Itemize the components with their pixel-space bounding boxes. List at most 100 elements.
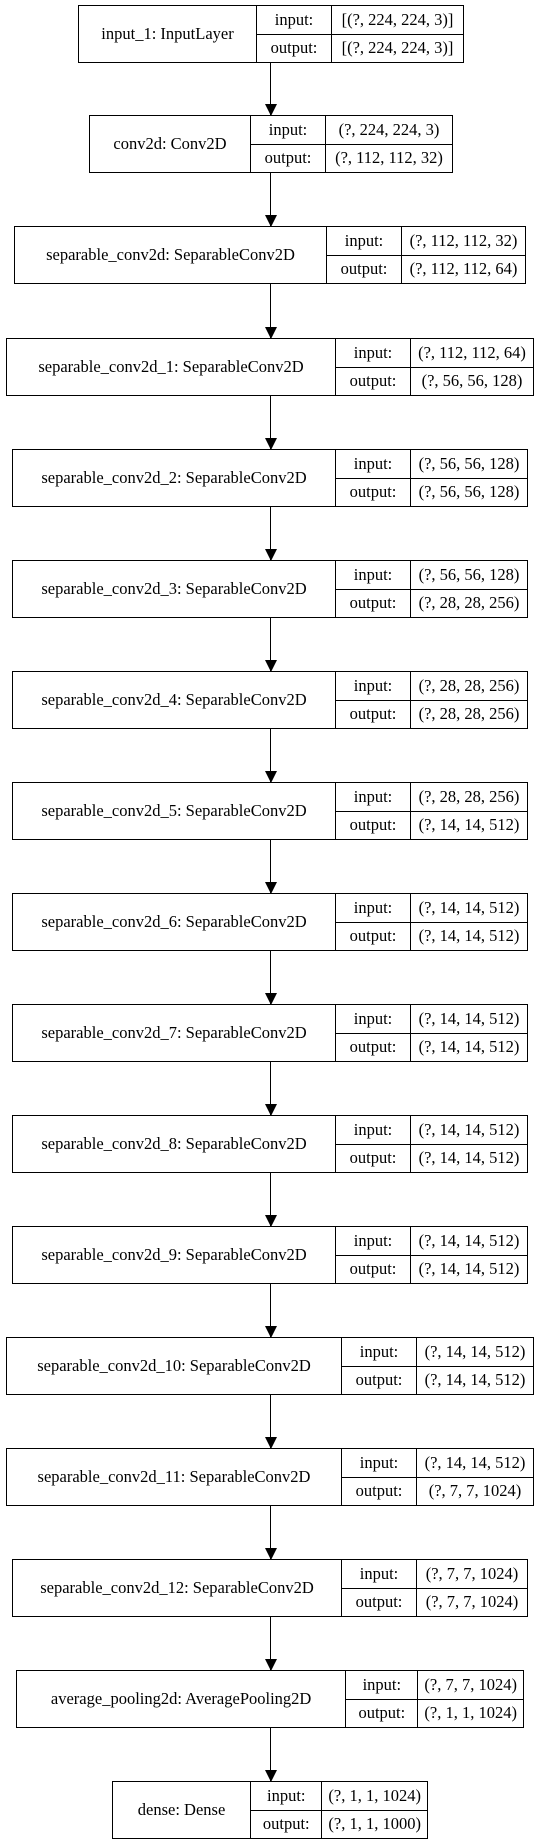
input-shape: (?, 112, 112, 32) <box>402 227 525 256</box>
port-labels: input:output: <box>336 1116 411 1172</box>
input-label: input: <box>251 1782 322 1811</box>
shape-values: (?, 14, 14, 512)(?, 14, 14, 512) <box>411 1227 527 1283</box>
layer-name: separable_conv2d_10: SeparableConv2D <box>7 1338 342 1394</box>
edge-arrow <box>265 729 277 783</box>
input-shape: (?, 14, 14, 512) <box>411 1116 527 1145</box>
edge-arrow <box>265 1173 277 1227</box>
output-shape: (?, 14, 14, 512) <box>418 926 520 946</box>
shape-values: (?, 1, 1, 1024)(?, 1, 1, 1000) <box>322 1782 427 1838</box>
edge-arrow <box>265 951 277 1005</box>
layer-name: average_pooling2d: AveragePooling2D <box>17 1671 347 1727</box>
port-labels: input:output: <box>336 672 411 728</box>
arrowhead-icon <box>265 1104 277 1116</box>
arrowhead-icon <box>265 1437 277 1449</box>
output-label: output: <box>349 815 397 835</box>
arrowhead-icon <box>265 327 277 339</box>
shape-values: (?, 112, 112, 32) (?, 112, 112, 64) <box>402 227 525 283</box>
edge-arrow <box>265 1506 277 1560</box>
shape-values: (?, 56, 56, 128)(?, 28, 28, 256) <box>411 561 527 617</box>
edge-arrow <box>265 1617 277 1671</box>
port-labels: input:output: <box>346 1671 419 1727</box>
input-shape: (?, 14, 14, 512) <box>411 1227 527 1256</box>
edge-arrow <box>265 173 277 227</box>
input-label: input: <box>346 1671 418 1700</box>
output-shape: (?, 112, 112, 64) <box>409 259 518 279</box>
input-label: input: <box>336 672 410 701</box>
output-shape: (?, 112, 112, 32) <box>335 148 443 168</box>
input-shape: (?, 7, 7, 1024) <box>417 1560 527 1589</box>
output-shape: [(?, 224, 224, 3)] <box>341 38 454 58</box>
output-shape: (?, 14, 14, 512) <box>418 1148 520 1168</box>
port-labels: input:output: <box>336 894 411 950</box>
layer-name: separable_conv2d_8: SeparableConv2D <box>13 1116 336 1172</box>
edge-arrow <box>265 63 277 116</box>
output-label: output: <box>355 1592 403 1612</box>
shape-values: (?, 112, 112, 64)(?, 56, 56, 128) <box>411 339 533 395</box>
edge-arrow <box>265 396 277 450</box>
edge-arrow <box>265 618 277 672</box>
layer-name: dense: Dense <box>113 1782 252 1838</box>
edge-arrow <box>265 1395 277 1449</box>
output-shape: (?, 14, 14, 512) <box>418 1037 520 1057</box>
layer-name: separable_conv2d_6: SeparableConv2D <box>13 894 336 950</box>
output-shape: (?, 7, 7, 1024) <box>425 1592 519 1612</box>
input-label: input: <box>342 1560 416 1589</box>
input-label: input: <box>257 6 331 35</box>
output-label: output: <box>262 1814 310 1834</box>
edge-arrow <box>265 284 277 339</box>
input-shape: (?, 28, 28, 256) <box>411 783 527 812</box>
port-labels: input:output: <box>336 1227 411 1283</box>
layer-name: separable_conv2d_9: SeparableConv2D <box>13 1227 336 1283</box>
layer-name: separable_conv2d_11: SeparableConv2D <box>7 1449 342 1505</box>
output-label: output: <box>349 593 397 613</box>
input-label: input: <box>336 1116 410 1145</box>
output-shape: (?, 14, 14, 512) <box>418 815 520 835</box>
arrowhead-icon <box>265 1548 277 1560</box>
output-label: output: <box>349 1259 397 1279</box>
arrowhead-icon <box>265 660 277 672</box>
arrowhead-icon <box>265 215 277 227</box>
input-shape: (?, 1, 1, 1024) <box>322 1782 427 1811</box>
output-shape: (?, 28, 28, 256) <box>418 593 520 613</box>
port-labels: input:output: <box>257 6 332 62</box>
port-labels: input:output: <box>336 450 411 506</box>
shape-values: (?, 7, 7, 1024)(?, 1, 1, 1024) <box>418 1671 523 1727</box>
layer-name: conv2d: Conv2D <box>90 116 251 172</box>
shape-values: [(?, 224, 224, 3)][(?, 224, 224, 3)] <box>332 6 463 62</box>
edge-arrow <box>265 840 277 894</box>
input-shape: (?, 14, 14, 512) <box>417 1449 533 1478</box>
edge-arrow <box>265 1062 277 1116</box>
port-labels: input:output: <box>336 1005 411 1061</box>
arrowhead-icon <box>265 1215 277 1227</box>
output-shape: (?, 7, 7, 1024) <box>428 1481 522 1501</box>
layer-name: separable_conv2d_12: SeparableConv2D <box>13 1560 342 1616</box>
layer-name: separable_conv2d_5: SeparableConv2D <box>13 783 336 839</box>
port-labels: input:output: <box>336 339 411 395</box>
layer-name: separable_conv2d_4: SeparableConv2D <box>13 672 336 728</box>
input-shape: (?, 224, 224, 3) <box>326 116 452 145</box>
input-shape: (?, 14, 14, 512) <box>417 1338 533 1367</box>
arrowhead-icon <box>265 771 277 783</box>
arrowhead-icon <box>265 1326 277 1338</box>
input-label: input: <box>342 1338 416 1367</box>
shape-values: (?, 28, 28, 256) (?, 14, 14, 512) <box>411 783 527 839</box>
port-labels: input:output: <box>342 1338 417 1394</box>
arrowhead-icon <box>265 1770 277 1782</box>
output-label: output: <box>349 482 397 502</box>
port-labels: input: output: <box>251 1782 323 1838</box>
layer-name: separable_conv2d_3: SeparableConv2D <box>13 561 336 617</box>
output-label: output: <box>349 1037 397 1057</box>
input-shape: (?, 56, 56, 128) <box>411 450 527 479</box>
shape-values: (?, 14, 14, 512) (?, 14, 14, 512) <box>411 1116 527 1172</box>
